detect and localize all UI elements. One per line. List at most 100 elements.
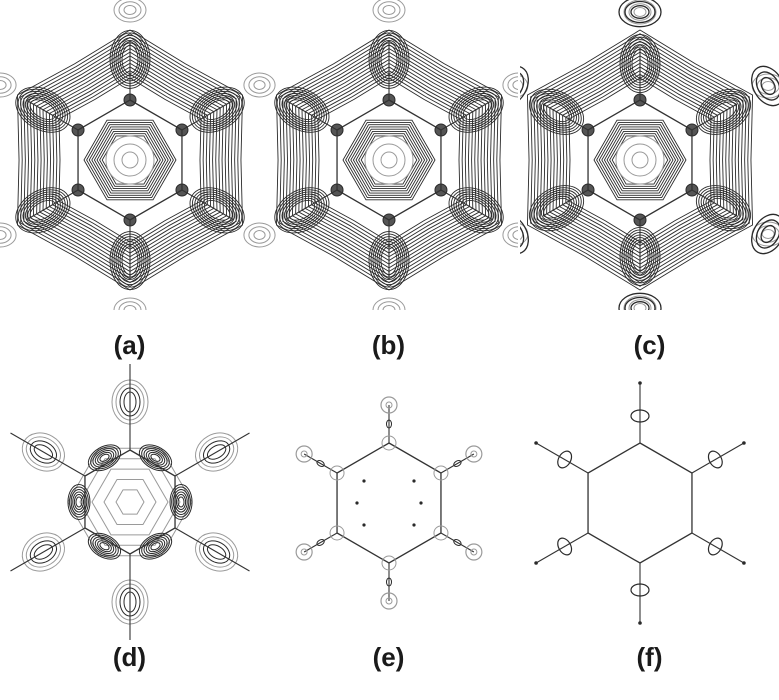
panel-b-satellite-3-0 (382, 305, 396, 310)
panel-a-center-contour-0 (121, 151, 139, 169)
panel-a-ring-bond (77, 99, 183, 221)
panel-d-bond-lobe-5-1 (97, 451, 112, 464)
panel-a-inner-contour-5 (96, 130, 164, 190)
panel-b-center-contour-1 (372, 143, 406, 177)
panel-c-center-contour-2 (615, 135, 665, 185)
panel-a-inner-contour-7 (101, 135, 159, 185)
panel-c-outer-lobe-4-0 (520, 223, 522, 245)
panel-c-satellite-2-0 (761, 229, 775, 239)
panel-e-ch-mark-2 (453, 539, 462, 546)
panel-d-bond-lobe-3-5 (87, 532, 122, 560)
panel-c-inner-contour-3 (601, 126, 679, 194)
panel-c-envelope-contour-10 (536, 40, 744, 280)
panel-a-envelope-contour-10 (26, 40, 234, 280)
panel-f-ch-lobe-4 (557, 537, 573, 556)
panel-c-inner-contour-4 (603, 128, 677, 192)
panel-b-inner-contour-2 (347, 124, 431, 196)
panel-e-c-circle-0 (381, 435, 397, 451)
panel-c-outer-lobe-3-2 (618, 292, 662, 310)
panel-b: (b) (259, 0, 518, 360)
panel-c-outer-lobe-4-2 (520, 213, 529, 255)
panel-b-inner-contour-7 (360, 135, 418, 185)
panel-b-satellite-5-2 (259, 72, 276, 98)
panel-f-ch-lobe-2 (707, 537, 723, 556)
panel-b-envelope-contour-10 (285, 40, 493, 280)
panel-e-h-circle-2 (465, 543, 483, 561)
panel-c-contour-group (520, 0, 779, 310)
panel-c-inner-contour-5 (606, 130, 674, 190)
panel-e-inner-dot-4 (362, 523, 366, 527)
panel-b-inner-contour-3 (350, 126, 428, 194)
panel-f-plot (534, 381, 746, 625)
panel-d-ch-bond-5 (10, 432, 86, 477)
panel-a-satellite-5-2 (0, 72, 17, 98)
panel-e-ch-bond-2 (440, 532, 475, 553)
panel-d-bond-lobe-0-3 (143, 448, 168, 468)
panel-a-satellite-0-1 (118, 1, 142, 19)
panel-b-plot (259, 0, 518, 310)
panel-b-ch-bond-2 (440, 189, 492, 220)
panel-b-label: (b) (371, 330, 406, 360)
panel-e-inner-dot-3 (419, 501, 423, 505)
panel-d-bond-lobe-2-4 (141, 534, 170, 558)
panel-d-bond-lobe-2-3 (143, 536, 168, 556)
panel-a-satellite-3-1 (118, 301, 142, 310)
panel-b-satellite-1-0 (512, 80, 518, 90)
panel-e-h-inner-circle-4 (300, 548, 308, 556)
panel-c-outer-lobe-0-2 (618, 0, 662, 28)
panel-e-h-inner-circle-5 (300, 450, 308, 458)
panel-d-bond-lobe-1-3 (172, 489, 190, 515)
panel-e-label: (e) (372, 642, 405, 672)
panel-c-outer-lobe-4-1 (520, 219, 525, 249)
panel-c-outer-lobe-0-0 (630, 5, 650, 19)
panel-a-satellite-5-0 (0, 80, 7, 90)
panel-a-center-contour-2 (105, 135, 155, 185)
panel-b-satellite-0-2 (372, 0, 406, 23)
panel-d-bond-lobe-3-4 (90, 534, 119, 558)
panel-a-satellite-5-1 (0, 76, 12, 94)
panel-a-envelope-contour-12 (20, 33, 240, 287)
panel-b-inner-contour-5 (355, 130, 423, 190)
panel-c-plot (520, 0, 779, 310)
panel-d-bond-lobe-5-5 (87, 444, 122, 472)
panel-c-satellite-0-1 (628, 3, 652, 21)
panel-e-ring-bond (336, 442, 442, 564)
panel-a-ch-bond-5 (27, 100, 79, 131)
panel-c-ch-bond-4 (542, 189, 589, 217)
panel-d-ch-bond-2 (174, 527, 250, 572)
panel-e-inner-dot-1 (412, 479, 416, 483)
panel-e-h-inner-circle-3 (385, 597, 393, 605)
panel-b-inner-contour-1 (345, 121, 433, 199)
panel-f: (f) (520, 360, 779, 700)
panel-d-plot (10, 364, 250, 640)
panel-e-h-circle-4 (295, 543, 313, 561)
panel-a-satellite-4-0 (0, 230, 7, 240)
panel-d-bond-lobe-2-5 (138, 532, 173, 560)
panel-a-satellite-2-1 (248, 226, 259, 244)
panel-d-bond-lobe-0-1 (148, 451, 163, 464)
panel-a-satellite-4-1 (0, 226, 12, 244)
panel-b-satellite-2-1 (507, 226, 518, 244)
panel-c-outer-lobe-2-0 (760, 224, 776, 244)
panel-f-ch-bond-2 (691, 532, 745, 564)
panel-d-light-contour-3 (79, 458, 181, 546)
panel-e-inner-dot-2 (355, 501, 359, 505)
panel-d-bond-lobe-1-4 (171, 486, 191, 518)
panel-a-satellite-1-2 (243, 72, 259, 98)
panel-c-outer-lobe-3-1 (624, 296, 656, 310)
panel-c-outer-lobe-0-1 (624, 0, 656, 24)
panel-b-satellite-4-0 (259, 230, 266, 240)
panel-e-ch-bond-5 (303, 453, 338, 474)
panel-b-satellite-0-0 (382, 5, 396, 15)
panel-c-satellite-0-2 (623, 0, 657, 25)
panel-b-satellite-0-1 (377, 1, 401, 19)
panel-d-bond-lobe-3-1 (97, 540, 112, 553)
panel-c-satellite-1-1 (756, 77, 779, 95)
panel-b-satellite-5-0 (259, 80, 266, 90)
panel-d-ch-bond-4 (10, 527, 86, 572)
panel-e-c-circle-5 (329, 465, 345, 481)
panel-e-inner-dot-0 (362, 479, 366, 483)
panel-f-ring-bond (587, 442, 693, 564)
panel-a-label: (a) (113, 330, 146, 360)
panel-e-inner-dot-5 (412, 523, 416, 527)
